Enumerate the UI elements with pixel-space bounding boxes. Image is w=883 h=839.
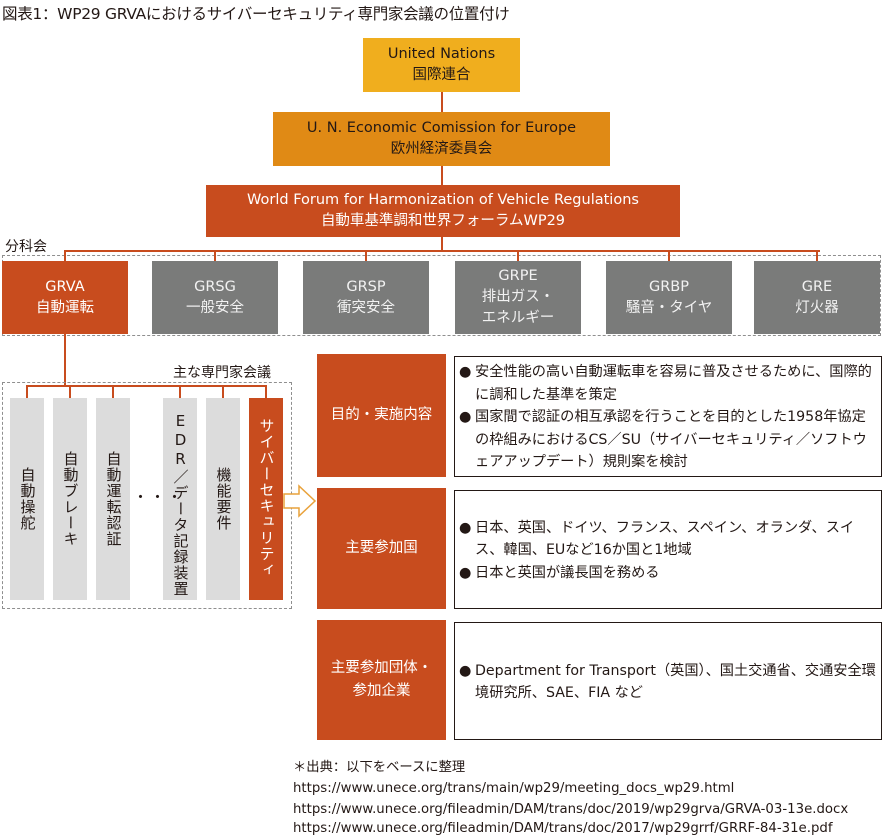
connector-tick [64, 250, 66, 261]
detail-content: ●日本、英国、ドイツ、フランス、スペイン、オランダ、スイス、韓国、EUなど16か… [454, 490, 882, 609]
ellipsis: ・・・ [133, 488, 185, 506]
connector-tick [668, 250, 670, 261]
bullet-text: 日本、英国、ドイツ、フランス、スペイン、オランダ、スイス、韓国、EUなど16か国… [475, 519, 855, 559]
group-code: GRSP [346, 278, 386, 295]
wp29-name-en: World Forum for Harmonization of Vehicle… [247, 192, 639, 208]
sources-heading: ＊出典：以下をベースに整理 [293, 760, 466, 775]
bullet-icon: ● [459, 564, 472, 581]
connector-tick [816, 250, 818, 261]
connector-tick [222, 385, 224, 398]
subcommittee-group-grbp: GRBP 騒音・タイヤ [606, 261, 732, 334]
wp29-box: World Forum for Harmonization of Vehicle… [206, 185, 680, 237]
unece-box: U. N. Economic Comission for Europe 欧州経済… [273, 112, 610, 166]
source-url[interactable]: https://www.unece.org/fileadmin/DAM/tran… [293, 802, 849, 817]
bullet-icon: ● [459, 662, 472, 679]
group-name: 排出ガス・ [481, 289, 555, 305]
expert-meeting: EDR／データ記録装置 [163, 398, 197, 600]
bullet-text: 安全性能の高い自動運転車を容易に普及させるために、国際的に調和した基準を策定 [475, 364, 872, 403]
subcommittee-bus-line [64, 250, 820, 252]
connector-tick [214, 250, 216, 261]
connector-un-unece [441, 92, 443, 112]
bullet-text: 国家間で認証の相互承認を行うことを目的とした1958年協定の枠組みにおけるCS／… [475, 409, 867, 471]
subcommittee-label: 分科会 [5, 239, 47, 255]
bullet-icon: ● [459, 409, 472, 426]
group-name: 一般安全 [186, 299, 244, 316]
expert-meeting-label: 機能要件 [214, 467, 233, 531]
detail-label: 主要参加団体・参加企業 [317, 620, 446, 740]
detail-content: ●Department for Transport（英国）、国土交通省、交通安全… [454, 622, 882, 740]
bullet-text: 日本と英国が議長国を務める [475, 564, 660, 581]
connector-tick [517, 250, 519, 261]
connector-tick [112, 385, 114, 398]
group-name: 自動運転 [36, 299, 94, 316]
detail-label-line: 目的・実施内容 [330, 407, 433, 423]
connector-unece-wp29 [441, 166, 443, 185]
un-box: United Nations 国際連合 [363, 38, 520, 92]
bullet-icon: ● [459, 519, 472, 536]
group-code: GRPE [498, 268, 538, 284]
subcommittee-group-grpe: GRPE 排出ガス・エネルギー [455, 261, 581, 334]
group-code: GRSG [194, 278, 236, 295]
bullet-icon: ● [459, 364, 472, 381]
group-code: GRVA [45, 278, 85, 295]
subcommittee-group-gre: GRE 灯火器 [754, 261, 880, 334]
group-code: GRE [801, 278, 833, 295]
connector-wp29-subcommittee [441, 237, 443, 251]
expert-meeting: 機能要件 [206, 398, 240, 600]
subcommittee-frame [2, 255, 881, 336]
connector-tick [265, 385, 267, 398]
un-name-ja: 国際連合 [412, 67, 471, 83]
detail-label: 目的・実施内容 [317, 354, 446, 477]
detail-label-line: 参加企業 [352, 683, 411, 699]
bullet-item: ●安全性能の高い自動運転車を容易に普及させるために、国際的に調和した基準を策定 [459, 361, 877, 406]
group-name: エネルギー [481, 310, 555, 326]
connector-grva-experts [64, 334, 66, 386]
expert-meeting-cybersecurity: サイバーセキュリティ [249, 398, 283, 600]
source-url[interactable]: https://www.unece.org/fileadmin/DAM/tran… [293, 821, 833, 836]
group-name: 灯火器 [795, 299, 839, 316]
unece-name-en: U. N. Economic Comission for Europe [306, 120, 577, 136]
expert-meeting-label: EDR／データ記録装置 [171, 412, 190, 597]
expert-meeting: 自動ブレーキ [53, 398, 87, 600]
bullet-item: ●Department for Transport（英国）、国土交通省、交通安全… [459, 660, 877, 705]
expert-meetings-label: 主な専門家会議 [173, 365, 271, 381]
wp29-name-ja: 自動車基準調和世界フォーラムWP29 [320, 213, 566, 229]
expert-meeting: 自動操舵 [10, 398, 44, 600]
bullet-text: Department for Transport（英国）、国土交通省、交通安全環… [475, 662, 876, 702]
expert-meeting-label: サイバーセキュリティ [257, 418, 276, 578]
bullet-item: ●日本、英国、ドイツ、フランス、スペイン、オランダ、スイス、韓国、EUなど16か… [459, 517, 877, 562]
expert-meeting-label: 自動運転認証 [104, 451, 123, 547]
detail-label-line: 主要参加国 [345, 540, 418, 556]
group-name: 騒音・タイヤ [625, 299, 713, 316]
detail-content: ●安全性能の高い自動運転車を容易に普及させるために、国際的に調和した基準を策定●… [454, 356, 882, 477]
connector-tick [26, 385, 28, 398]
connector-tick [365, 250, 367, 261]
group-name: 衝突安全 [337, 299, 395, 316]
subcommittee-group-grsg: GRSG 一般安全 [152, 261, 278, 334]
subcommittee-group-grsp: GRSP 衝突安全 [303, 261, 429, 334]
expert-meeting-label: 自動操舵 [18, 467, 37, 531]
source-url[interactable]: https://www.unece.org/trans/main/wp29/me… [293, 781, 735, 796]
expert-meeting-label: 自動ブレーキ [61, 451, 80, 547]
group-code: GRBP [648, 278, 689, 295]
expert-meeting: 自動運転認証 [96, 398, 130, 600]
figure-title: 図表1：WP29 GRVAにおけるサイバーセキュリティ専門家会議の位置付け [2, 5, 510, 23]
connector-tick [69, 385, 71, 398]
unece-name-ja: 欧州経済委員会 [390, 141, 493, 157]
expert-bus-line [27, 385, 267, 387]
connector-tick [179, 385, 181, 398]
un-name-en: United Nations [387, 46, 496, 62]
detail-label: 主要参加国 [317, 488, 446, 609]
right-arrow-icon [283, 484, 317, 518]
bullet-item: ●日本と英国が議長国を務める [459, 562, 877, 585]
bullet-item: ●国家間で認証の相互承認を行うことを目的とした1958年協定の枠組みにおけるCS… [459, 406, 877, 474]
subcommittee-group-grva: GRVA 自動運転 [2, 261, 128, 334]
detail-label-line: 主要参加団体・ [330, 660, 433, 676]
